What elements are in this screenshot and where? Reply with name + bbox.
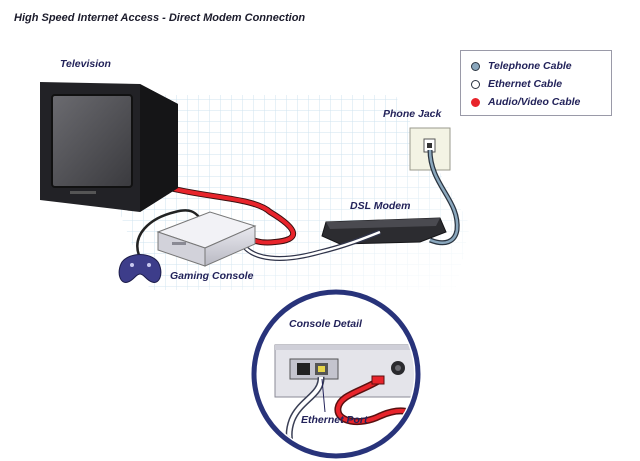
diagram-title: High Speed Internet Access - Direct Mode… [14,12,306,24]
console-detail-label: Console Detail [289,318,362,330]
console-detail-inset [251,289,421,459]
ethernet-cable-swatch-icon [471,79,480,89]
gaming-console [156,211,257,267]
dsl-modem [321,217,447,245]
television-label: Television [60,58,111,70]
phone-jack-label: Phone Jack [383,108,442,120]
controller-cable [136,209,201,259]
telephone-cable-swatch-icon [471,61,480,71]
legend-item-ethernet-cable: Ethernet Cable [471,77,562,91]
legend: Telephone Cable Ethernet Cable Audio/Vid… [460,50,612,116]
legend-label: Telephone Cable [488,60,572,72]
dsl-modem-label: DSL Modem [350,200,411,212]
television [40,82,178,212]
gaming-console-label: Gaming Console [170,270,254,282]
legend-item-av-cable: Audio/Video Cable [471,95,580,109]
game-controller [118,254,162,283]
legend-item-telephone-cable: Telephone Cable [471,59,572,73]
av-cable-swatch-icon [471,97,480,107]
ethernet-port-label: Ethernet Port [301,414,368,426]
legend-label: Audio/Video Cable [488,96,581,108]
legend-label: Ethernet Cable [488,78,563,90]
